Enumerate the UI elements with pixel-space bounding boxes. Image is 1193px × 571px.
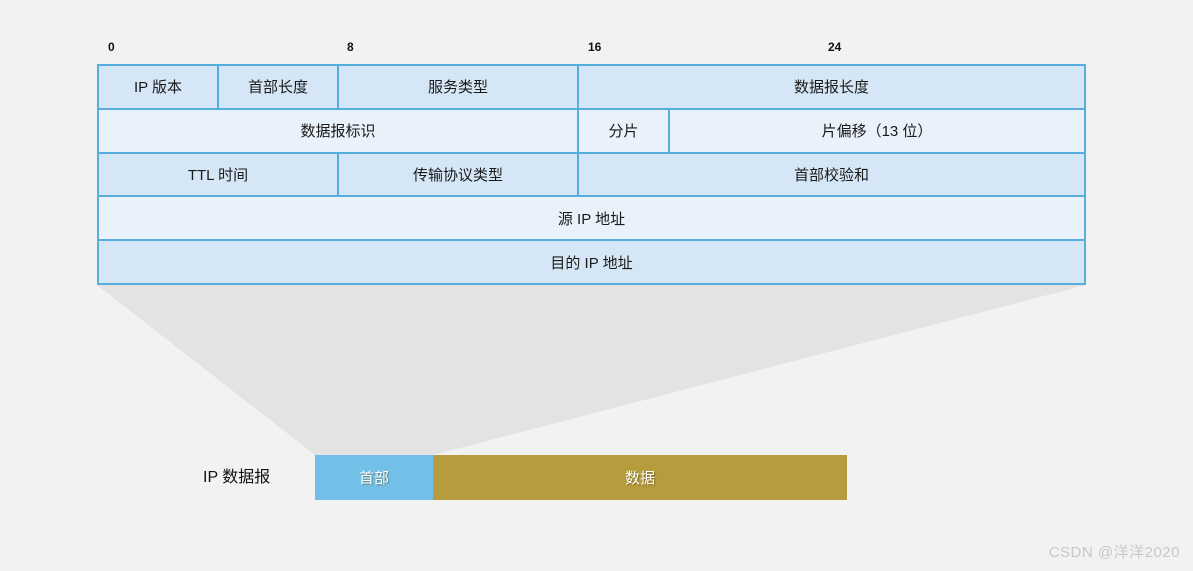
field-header-checksum: 首部校验和 xyxy=(579,153,1084,196)
datagram-label: IP 数据报 xyxy=(203,469,271,486)
field-source-ip: 源 IP 地址 xyxy=(99,197,1084,240)
bit-scale-label-24: 24 xyxy=(828,40,842,54)
bit-scale-label-16: 16 xyxy=(588,40,602,54)
bit-scale-label-0: 0 xyxy=(108,40,115,54)
datagram-header-segment: 首部 xyxy=(315,455,433,500)
field-destination-ip: 目的 IP 地址 xyxy=(99,241,1084,283)
field-service-type: 服务类型 xyxy=(339,66,579,108)
field-ttl: TTL 时间 xyxy=(99,153,339,196)
datagram-data-segment: 数据 xyxy=(433,455,847,500)
ip-header-table: IP 版本 首部长度 服务类型 数据报长度 数据报标识 分片 片偏移（13 位）… xyxy=(97,64,1086,285)
field-datagram-id: 数据报标识 xyxy=(99,109,579,152)
header-row-4: 源 IP 地址 xyxy=(99,197,1084,242)
header-row-3: TTL 时间 传输协议类型 首部校验和 xyxy=(99,153,1084,198)
field-protocol-type: 传输协议类型 xyxy=(339,153,579,196)
bit-scale-label-8: 8 xyxy=(347,40,354,54)
field-fragment-flags: 分片 xyxy=(579,109,670,152)
watermark-text: CSDN @洋洋2020 xyxy=(1048,544,1180,561)
header-row-2: 数据报标识 分片 片偏移（13 位） xyxy=(99,109,1084,154)
field-fragment-offset: 片偏移（13 位） xyxy=(670,109,1084,152)
field-datagram-length: 数据报长度 xyxy=(579,66,1084,108)
field-header-length: 首部长度 xyxy=(219,66,339,108)
header-row-1: IP 版本 首部长度 服务类型 数据报长度 xyxy=(99,66,1084,110)
header-row-5: 目的 IP 地址 xyxy=(99,241,1084,283)
field-ip-version: IP 版本 xyxy=(99,66,219,108)
